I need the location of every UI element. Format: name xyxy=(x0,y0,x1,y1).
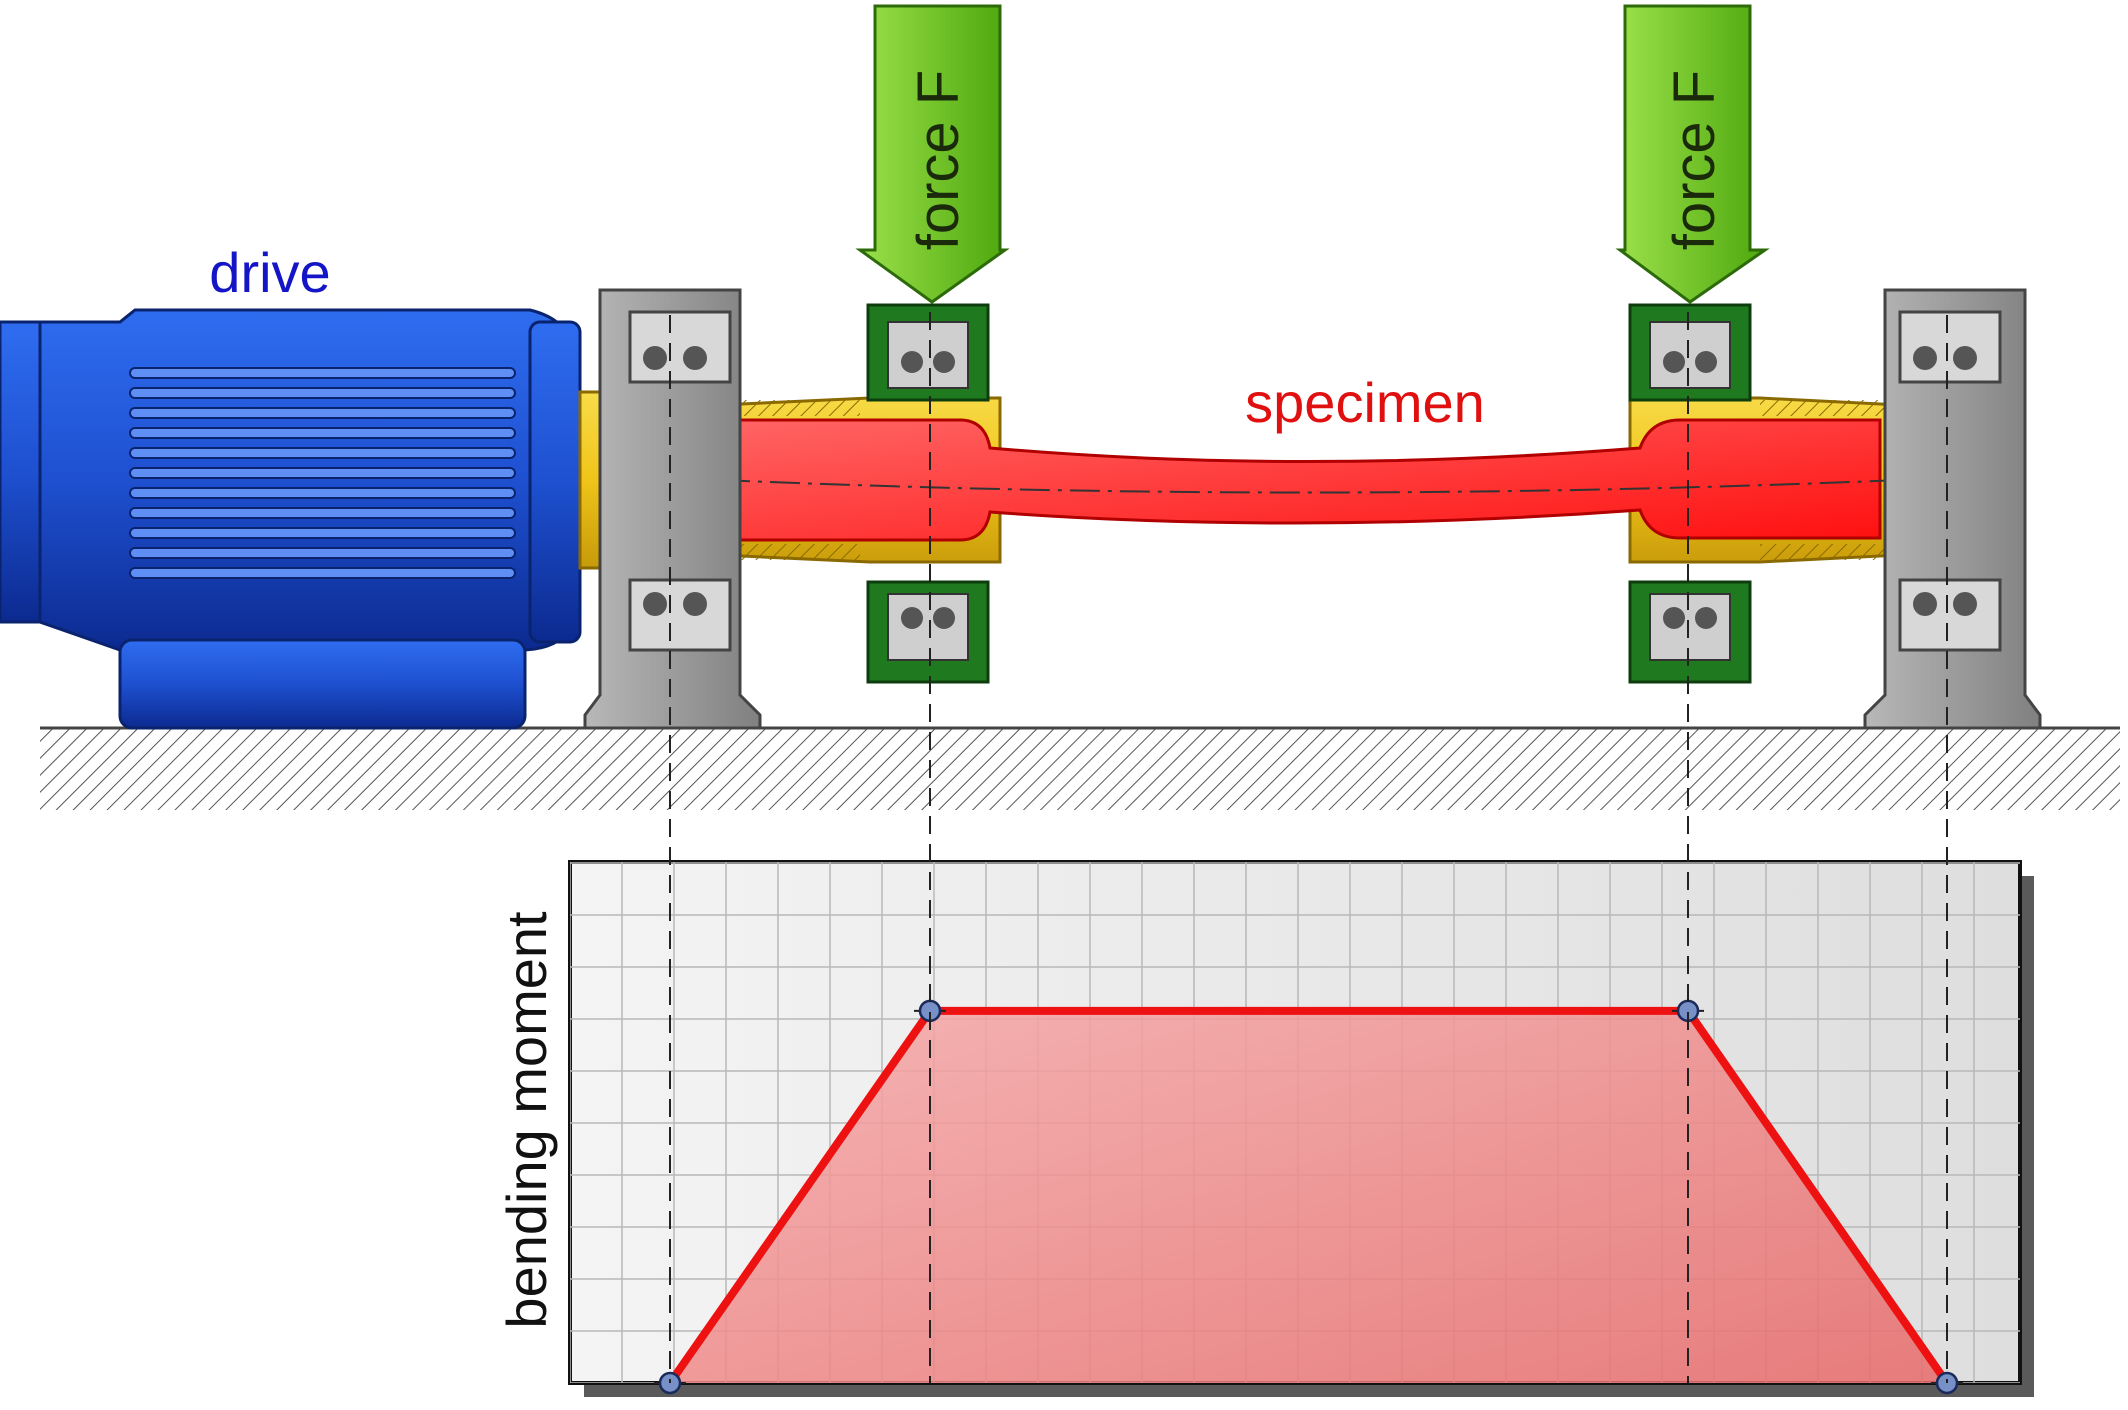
cooling-fin xyxy=(129,527,516,539)
cooling-fins xyxy=(129,367,516,579)
ground xyxy=(40,726,2120,810)
right-support xyxy=(1863,288,2042,730)
cooling-fin xyxy=(129,427,516,439)
cooling-fin xyxy=(129,407,516,419)
cooling-fin xyxy=(129,547,516,559)
specimen-label: specimen xyxy=(1245,371,1485,434)
right-force-label: force F xyxy=(1662,70,1727,251)
right-force-arrow: force F xyxy=(1615,4,1770,304)
left-force-arrow: force F xyxy=(855,4,1010,304)
drive-label: drive xyxy=(209,241,330,304)
cooling-fin xyxy=(129,387,516,399)
left-force-label: force F xyxy=(906,70,971,251)
left-support xyxy=(583,288,762,730)
cooling-fin xyxy=(129,467,516,479)
specimen xyxy=(738,418,1882,542)
cooling-fin xyxy=(129,447,516,459)
moment-area xyxy=(670,1010,1947,1383)
left-load-bearing xyxy=(866,303,990,684)
drive-motor xyxy=(0,308,622,730)
cooling-fin xyxy=(129,507,516,519)
y-axis-label: bending moment xyxy=(495,911,558,1329)
projection-lines xyxy=(669,312,1948,1383)
specimen-centerline xyxy=(719,479,1901,494)
cooling-fin xyxy=(129,487,516,499)
cooling-fin xyxy=(129,567,516,579)
right-load-bearing xyxy=(1628,303,1752,684)
cooling-fin xyxy=(129,367,516,379)
moment-line xyxy=(666,1006,1951,1386)
moment-chart: bending moment xyxy=(495,860,2034,1397)
